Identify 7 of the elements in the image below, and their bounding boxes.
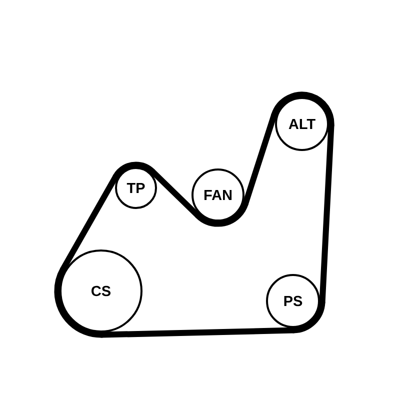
pulley: FAN bbox=[192, 168, 244, 222]
pulley: PS bbox=[266, 274, 320, 328]
pulley: ALT bbox=[275, 97, 329, 151]
belt bbox=[149, 168, 201, 218]
pulley: TP bbox=[115, 167, 157, 209]
belt bbox=[60, 173, 119, 272]
pulley: CS bbox=[60, 250, 142, 332]
